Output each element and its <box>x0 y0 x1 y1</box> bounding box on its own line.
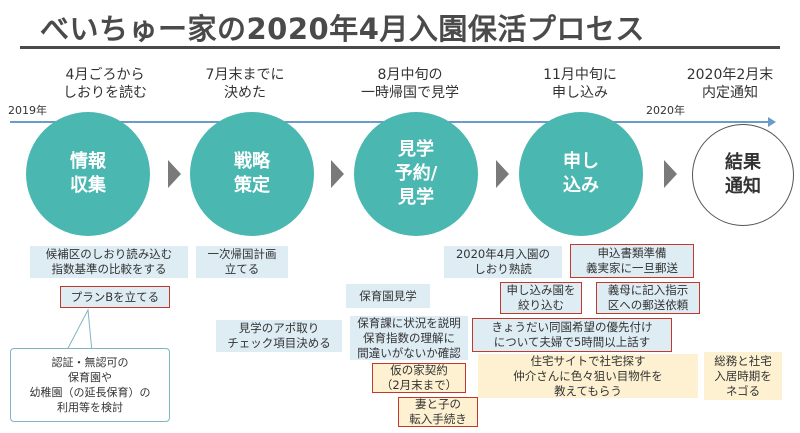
year-label-2019: 2019年 <box>8 104 47 117</box>
phase-label-1: 4月ごろから しおりを読む <box>63 67 147 101</box>
task-consider-alternatives: 認証・無認可の 保育園や 幼稚園（の延長保育）の 利用等を検討 <box>10 348 170 422</box>
task-confirm-with-office: 保育課に状況を説明 保育指数の理解に 間違いがないか確認 <box>350 316 468 360</box>
task-narrow-nurseries: 申し込み園を 絞り込む <box>500 282 582 314</box>
timeline-arrowhead <box>768 117 776 127</box>
task-move-in-registration: 妻と子の 転入手続き <box>398 397 478 427</box>
phase-label-3: 8月中旬の 一時帰国で見学 <box>361 67 459 101</box>
year-label-2020: 2020年 <box>646 104 685 117</box>
task-temporary-house: 仮の家契約 （2月末まで） <box>372 363 466 393</box>
task-trip-plan: 一次帰国計画 立てる <box>196 246 288 278</box>
step-circle-strategy: 戦略 策定 <box>190 112 314 236</box>
task-sibling-priority: きょうだい同園希望の優先付け について夫婦で5時間以上話す <box>472 318 672 352</box>
task-plan-b: プランBを立てる <box>60 286 170 308</box>
step-circle-apply: 申し 込み <box>519 112 643 236</box>
chevron-right-icon <box>664 160 677 188</box>
chevron-right-icon <box>168 160 181 188</box>
task-company-housing: 住宅サイトで社宅探す 仲介さんに色々狙い目物件を 教えてもらう <box>478 354 698 398</box>
step-circle-visit: 見学 予約/ 見学 <box>354 112 478 236</box>
phase-label-4: 11月中旬に 申し込み <box>543 67 617 101</box>
step-circle-info: 情報 収集 <box>26 112 150 236</box>
task-read-guides: 候補区のしおり読み込む 指数基準の比較をする <box>30 246 188 278</box>
step-circle-result: 結果 通知 <box>692 124 794 226</box>
task-nursery-visit: 保育園見学 <box>346 284 430 308</box>
task-read-2020-guide: 2020年4月入園の しおり熟読 <box>444 246 562 278</box>
title-underline <box>20 46 780 49</box>
task-negotiate-move-in: 総務と社宅 入居時期を ネゴる <box>704 352 782 400</box>
task-mother-in-law-mail: 義母に記入指示 区への郵送依頼 <box>596 282 700 314</box>
callout-pointer <box>65 308 93 352</box>
task-appointments: 見学のアポ取り チェック項目決める <box>216 320 342 352</box>
phase-label-5: 2020年2月末 内定通知 <box>686 67 774 101</box>
task-prepare-documents: 申込書類準備 義実家に一旦郵送 <box>570 244 694 278</box>
phase-label-2: 7月末までに 決めた <box>205 67 285 101</box>
chevron-right-icon <box>496 160 509 188</box>
chevron-right-icon <box>331 160 344 188</box>
page-title: べいちゅー家の2020年4月入園保活プロセス <box>40 12 645 46</box>
